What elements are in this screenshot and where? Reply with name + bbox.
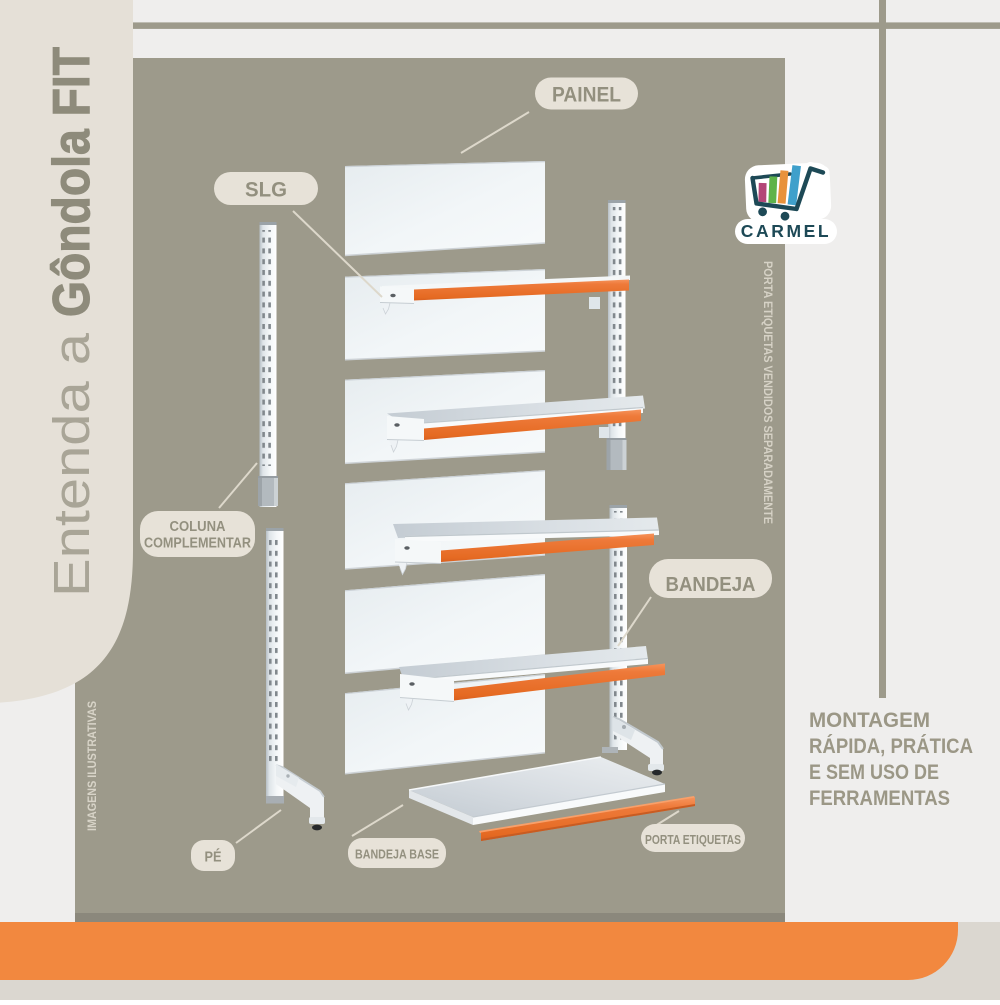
svg-text:PÉ: PÉ	[205, 849, 222, 866]
svg-text:CARMEL: CARMEL	[741, 221, 831, 241]
svg-text:PORTA ETIQUETAS VENDIDOS SEPAR: PORTA ETIQUETAS VENDIDOS SEPARADAMENTE	[761, 261, 775, 524]
svg-text:BANDEJA: BANDEJA	[666, 573, 756, 596]
svg-text:BANDEJA BASE: BANDEJA BASE	[355, 847, 439, 862]
svg-text:PORTA ETIQUETAS: PORTA ETIQUETAS	[645, 832, 741, 847]
svg-text:Gôndola FIT: Gôndola FIT	[43, 47, 101, 317]
svg-text:FERRAMENTAS: FERRAMENTAS	[809, 787, 950, 810]
svg-text:E SEM USO DE: E SEM USO DE	[809, 761, 939, 784]
svg-text:SLG: SLG	[245, 179, 287, 202]
svg-text:Entenda a: Entenda a	[43, 332, 100, 597]
svg-text:COLUNA: COLUNA	[170, 519, 226, 535]
svg-text:MONTAGEM: MONTAGEM	[809, 709, 930, 732]
svg-text:RÁPIDA, PRÁTICA: RÁPIDA, PRÁTICA	[809, 735, 973, 758]
svg-text:IMAGENS ILUSTRATIVAS: IMAGENS ILUSTRATIVAS	[85, 701, 99, 831]
svg-text:COMPLEMENTAR: COMPLEMENTAR	[144, 536, 251, 552]
svg-text:PAINEL: PAINEL	[552, 84, 621, 107]
